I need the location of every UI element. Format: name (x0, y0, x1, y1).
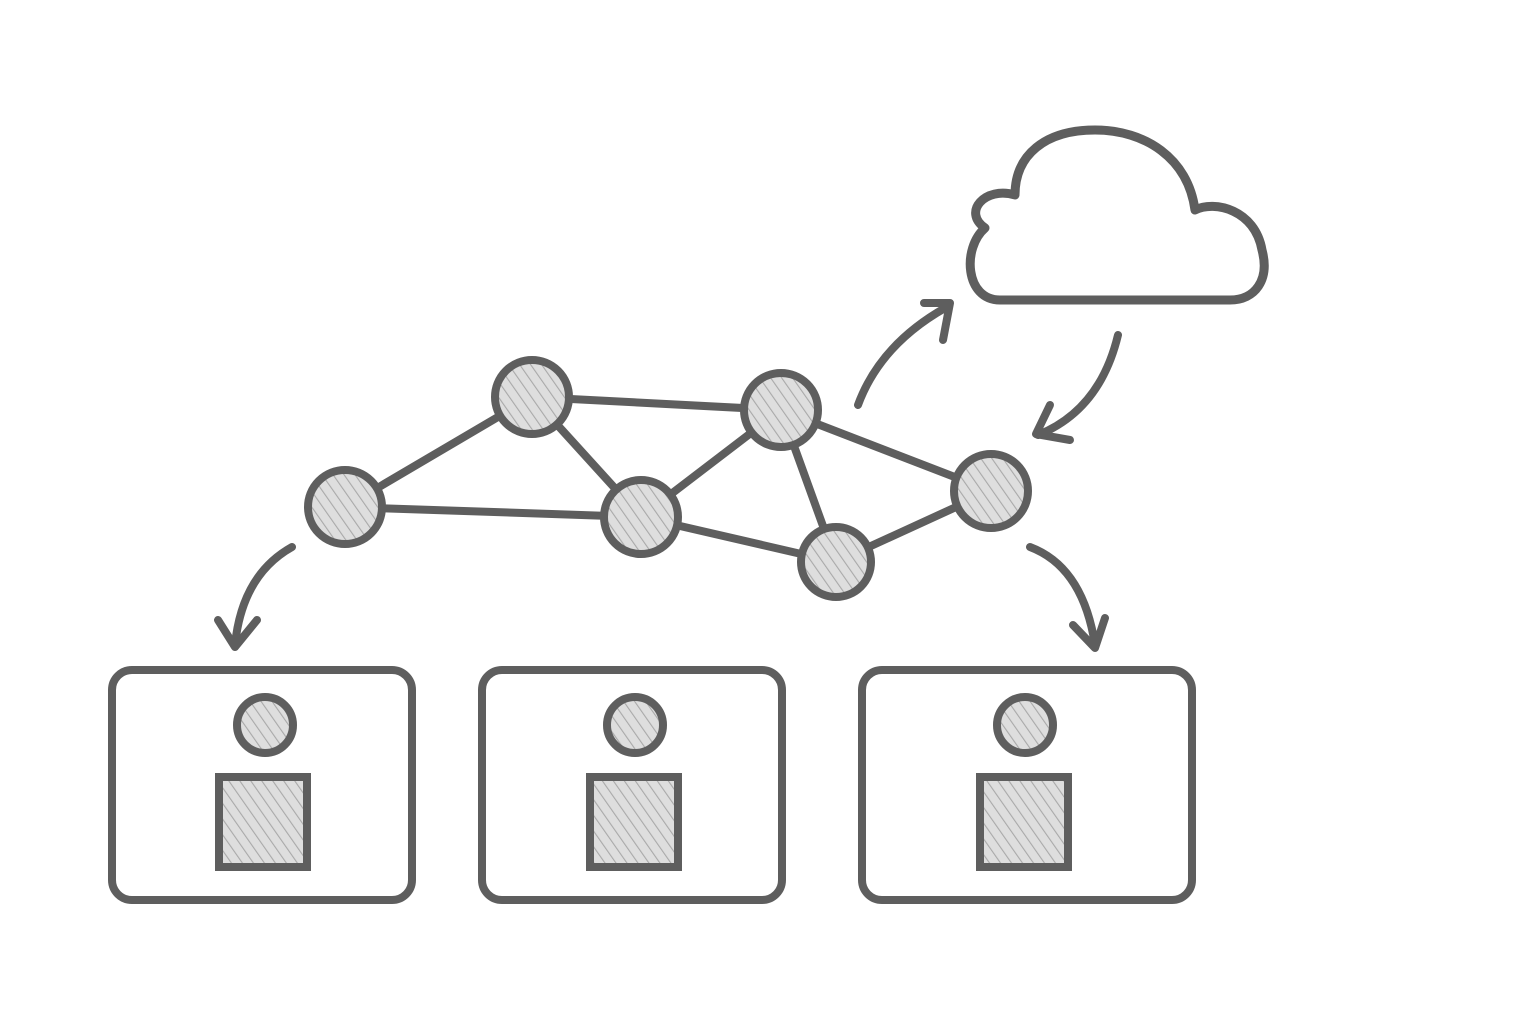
network-node-n6 (797, 523, 875, 601)
user-card-1 (108, 666, 416, 904)
user-card-3 (858, 666, 1196, 904)
user-icon (586, 693, 682, 871)
network-node-n1 (304, 466, 386, 548)
network-nodes (304, 356, 1032, 601)
user-icon (976, 693, 1072, 871)
network-node-n5 (950, 450, 1032, 532)
network-node-n4 (740, 369, 822, 451)
network-link-n1-n3 (341, 503, 645, 521)
arrow-network-to-user-card-1 (214, 543, 296, 651)
user-icon (215, 693, 311, 871)
arrow-network-to-user-card-3 (1026, 543, 1109, 652)
user-card-2 (478, 666, 786, 904)
network-node-n3 (600, 476, 682, 558)
cloud-icon (965, 125, 1269, 305)
arrow-network-to-cloud (854, 299, 954, 409)
arrow-cloud-to-network (1032, 331, 1122, 444)
network-node-n2 (491, 356, 573, 438)
network-link-n2-n4 (528, 393, 785, 414)
